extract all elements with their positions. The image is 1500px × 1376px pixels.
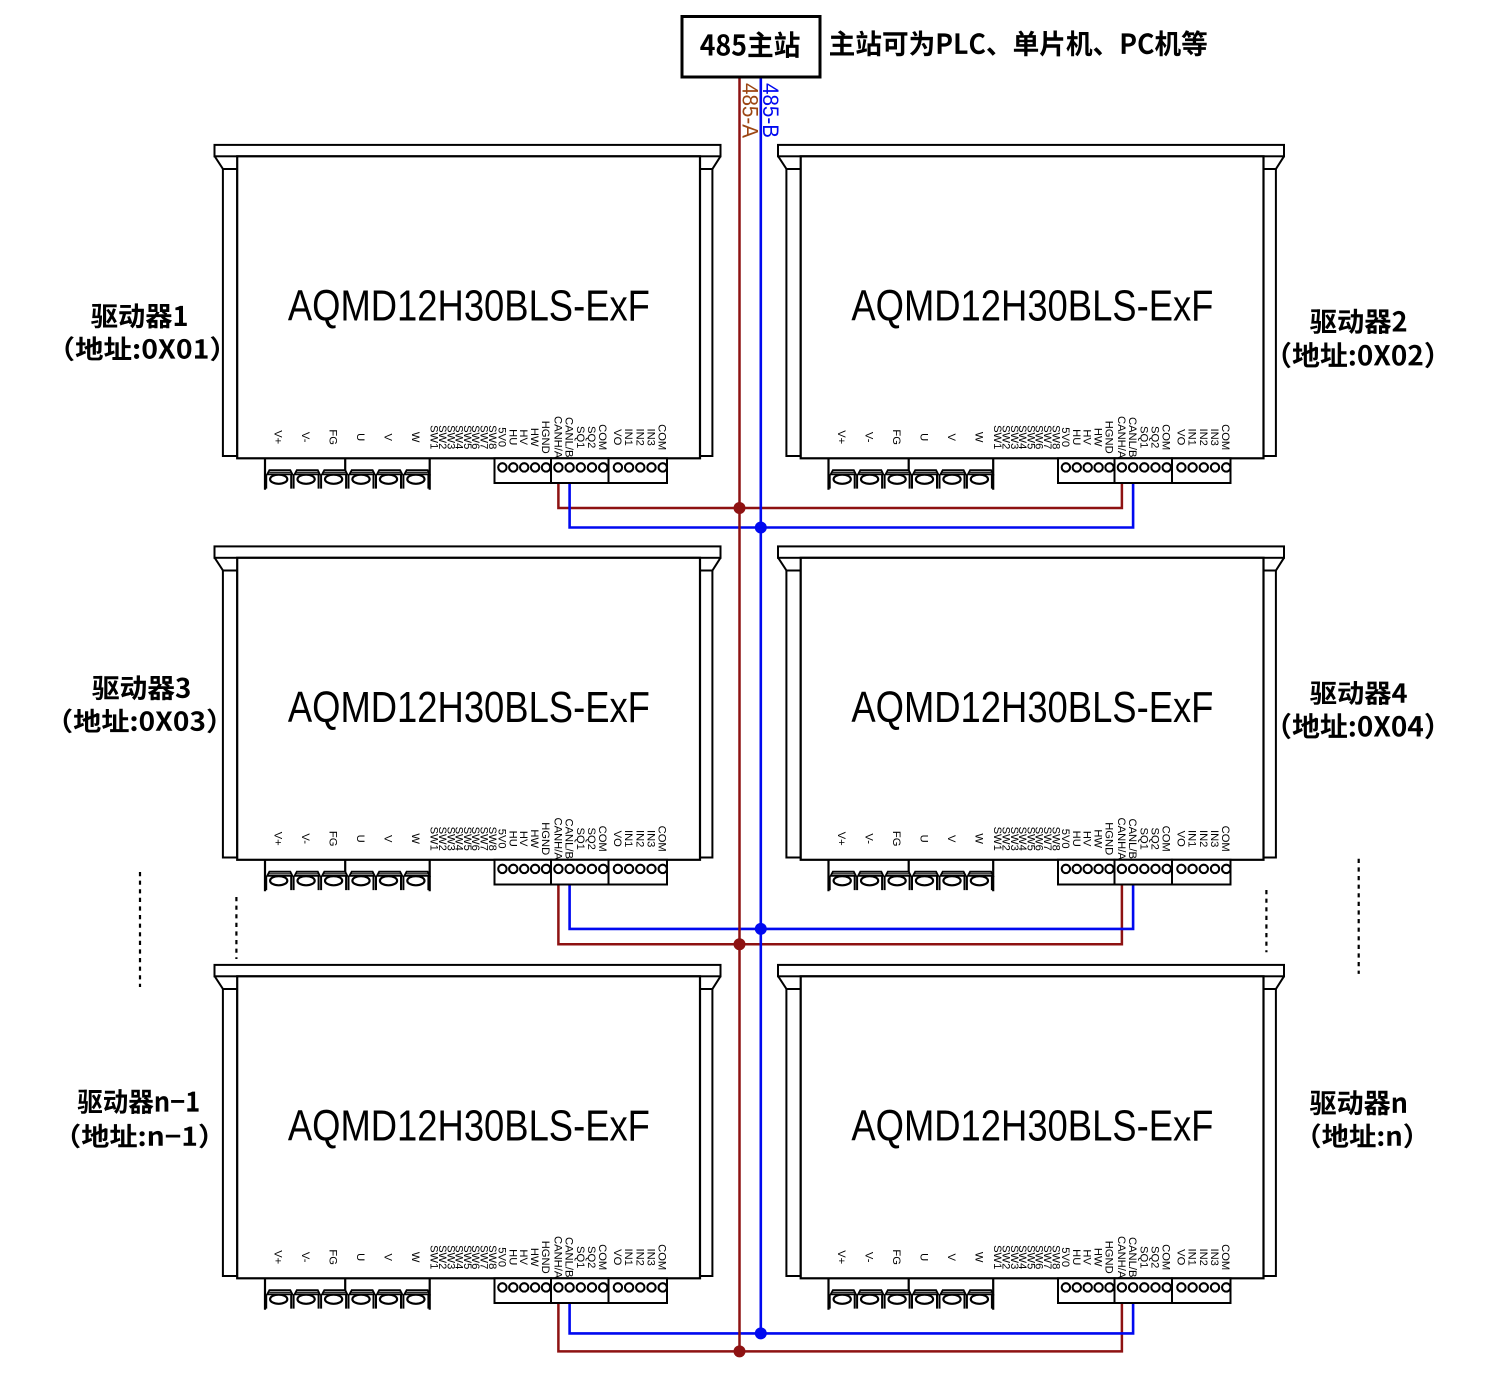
- svg-text:485-A: 485-A: [737, 83, 762, 138]
- svg-text:485-B: 485-B: [758, 83, 783, 138]
